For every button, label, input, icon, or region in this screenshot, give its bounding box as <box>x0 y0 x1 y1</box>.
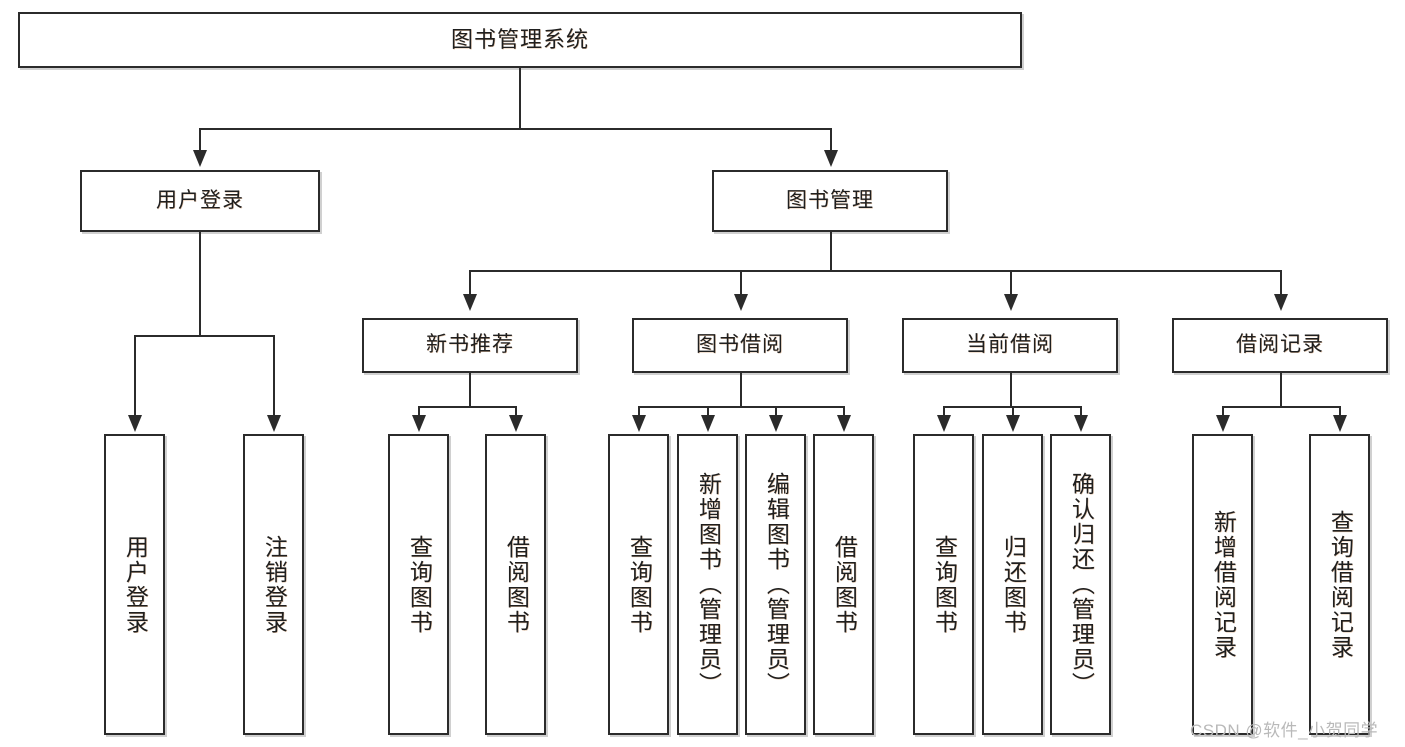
connector-book-management-bar <box>469 270 1280 272</box>
node-label: 借阅图书 <box>831 534 858 635</box>
node-label: 借阅记录 <box>1236 333 1324 357</box>
node-label: 新增借阅记录 <box>1210 509 1237 660</box>
arrow-bb-leaf-4 <box>837 415 851 432</box>
arrow-bb-leaf-3 <box>769 415 783 432</box>
connector-cb-drop-1 <box>943 406 945 417</box>
connector-nbr-stem <box>469 373 471 406</box>
connector-root-bar <box>199 128 831 130</box>
connector-user-login-drop-2 <box>273 335 275 417</box>
node-label: 图书管理系统 <box>450 27 589 53</box>
node-book-borrow[interactable]: 图书借阅 <box>632 318 848 373</box>
node-label: 当前借阅 <box>966 333 1054 357</box>
arrow-root-to-book-management <box>824 150 838 167</box>
arrow-br-leaf-1 <box>1216 415 1230 432</box>
connector-cb-stem <box>1010 373 1012 406</box>
connector-bb-drop-1 <box>638 406 640 417</box>
node-label: 查询图书 <box>626 534 653 635</box>
connector-bb-bar <box>638 406 844 408</box>
node-label: 编辑图书（管理员） <box>763 472 790 697</box>
arrow-user-login-leaf-1 <box>128 415 142 432</box>
arrow-user-login-leaf-2 <box>267 415 281 432</box>
leaf-bb-edit-book-admin[interactable]: 编辑图书（管理员） <box>745 434 806 735</box>
arrow-br-leaf-2 <box>1333 415 1347 432</box>
node-label: 借阅图书 <box>503 534 530 635</box>
node-borrow-record[interactable]: 借阅记录 <box>1172 318 1388 373</box>
connector-cb-drop-2 <box>1012 406 1014 417</box>
connector-bb-drop-4 <box>843 406 845 417</box>
node-label: 新增图书（管理员） <box>695 472 722 697</box>
connector-br-drop-2 <box>1339 406 1341 417</box>
node-label: 确认归还（管理员） <box>1068 472 1095 697</box>
node-label: 用户登录 <box>156 188 244 212</box>
leaf-cb-confirm-return-admin[interactable]: 确认归还（管理员） <box>1050 434 1111 735</box>
connector-br-drop-1 <box>1222 406 1224 417</box>
connector-nbr-bar <box>418 406 516 408</box>
node-label: 归还图书 <box>1000 534 1027 635</box>
node-label: 查询图书 <box>406 534 433 635</box>
node-label: 图书借阅 <box>696 333 784 357</box>
leaf-br-query-record[interactable]: 查询借阅记录 <box>1309 434 1370 735</box>
connector-bm-drop-1 <box>469 270 471 296</box>
node-label: 新书推荐 <box>426 333 514 357</box>
node-label: 查询图书 <box>931 534 958 635</box>
connector-root-to-book-management <box>830 128 832 152</box>
node-root-book-management-system[interactable]: 图书管理系统 <box>18 12 1022 68</box>
leaf-cb-return-book[interactable]: 归还图书 <box>982 434 1043 735</box>
arrow-bm-to-current-borrow <box>1004 294 1018 311</box>
node-label: 图书管理 <box>786 188 874 212</box>
connector-user-login-drop-1 <box>134 335 136 417</box>
node-book-management[interactable]: 图书管理 <box>712 170 948 232</box>
arrow-bb-leaf-2 <box>701 415 715 432</box>
leaf-bb-add-book-admin[interactable]: 新增图书（管理员） <box>677 434 738 735</box>
arrow-cb-leaf-1 <box>937 415 951 432</box>
node-new-book-recommend[interactable]: 新书推荐 <box>362 318 578 373</box>
leaf-nbr-query-book[interactable]: 查询图书 <box>388 434 449 735</box>
leaf-bb-query-book[interactable]: 查询图书 <box>608 434 669 735</box>
leaf-br-add-record[interactable]: 新增借阅记录 <box>1192 434 1253 735</box>
arrow-bm-to-new-book <box>463 294 477 311</box>
node-current-borrow[interactable]: 当前借阅 <box>902 318 1118 373</box>
arrow-cb-leaf-2 <box>1006 415 1020 432</box>
node-user-login[interactable]: 用户登录 <box>80 170 320 232</box>
arrow-nbr-leaf-1 <box>412 415 426 432</box>
arrow-root-to-user-login <box>193 150 207 167</box>
connector-bb-drop-3 <box>775 406 777 417</box>
connector-br-bar <box>1222 406 1340 408</box>
leaf-user-login[interactable]: 用户登录 <box>104 434 165 735</box>
connector-nbr-drop-2 <box>515 406 517 417</box>
connector-user-login-bar <box>134 335 274 337</box>
connector-bm-drop-4 <box>1280 270 1282 296</box>
node-label: 注销登录 <box>261 534 288 635</box>
arrow-nbr-leaf-2 <box>509 415 523 432</box>
connector-bm-drop-3 <box>1010 270 1012 296</box>
connector-bm-drop-2 <box>740 270 742 296</box>
connector-bb-drop-2 <box>707 406 709 417</box>
node-label: 用户登录 <box>122 534 149 635</box>
leaf-nbr-borrow-book[interactable]: 借阅图书 <box>485 434 546 735</box>
arrow-bm-to-borrow-record <box>1274 294 1288 311</box>
arrow-bm-to-book-borrow <box>734 294 748 311</box>
connector-root-to-user-login <box>199 128 201 152</box>
leaf-cb-query-book[interactable]: 查询图书 <box>913 434 974 735</box>
connector-br-stem <box>1280 373 1282 406</box>
watermark: CSDN @软件_小贺同学 <box>1190 721 1379 740</box>
connector-cb-drop-3 <box>1080 406 1082 417</box>
connector-root-stem <box>519 68 521 128</box>
connector-bb-stem <box>740 373 742 406</box>
leaf-logout-login[interactable]: 注销登录 <box>243 434 304 735</box>
connector-nbr-drop-1 <box>418 406 420 417</box>
connector-book-management-stem <box>830 232 832 270</box>
leaf-bb-borrow-book[interactable]: 借阅图书 <box>813 434 874 735</box>
node-label: 查询借阅记录 <box>1327 509 1354 660</box>
arrow-bb-leaf-1 <box>632 415 646 432</box>
arrow-cb-leaf-3 <box>1074 415 1088 432</box>
connector-user-login-stem <box>199 232 201 335</box>
